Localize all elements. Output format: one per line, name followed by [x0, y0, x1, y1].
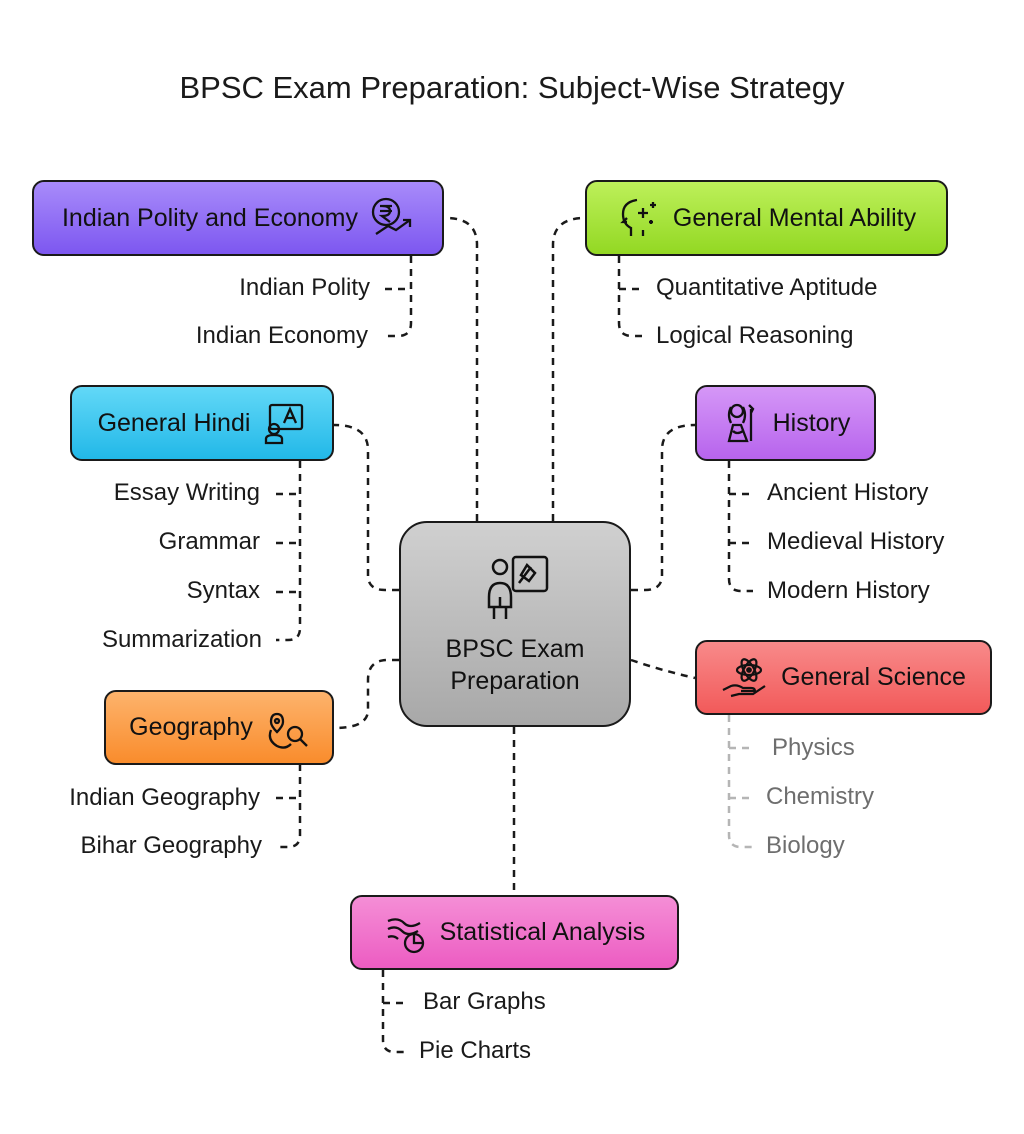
subtopic-pie-charts: Pie Charts — [419, 1037, 532, 1064]
node-label: General Science — [781, 663, 966, 691]
node-label: General Hindi — [97, 408, 251, 437]
subtopic-biology: Biology — [766, 832, 845, 859]
node-label: Statistical Analysis — [439, 918, 646, 946]
teacher-presentation-icon — [487, 555, 549, 619]
subtopic-medieval-history: Medieval History — [767, 528, 945, 555]
subtopic-essay-writing: Essay Writing — [113, 479, 260, 506]
atom-hand-icon — [722, 657, 766, 697]
subtopic-syntax: Syntax — [186, 577, 260, 604]
node-geography[interactable]: Geography — [104, 690, 334, 765]
subtopic-chemistry: Chemistry — [766, 783, 875, 810]
center-node: BPSC Exam Preparation — [399, 521, 631, 727]
subtopic-logical-reasoning: Logical Reasoning — [656, 322, 854, 349]
center-label-line1: BPSC Exam — [445, 635, 585, 663]
subtopic-indian-geography: Indian Geography — [69, 784, 260, 811]
page-title: BPSC Exam Preparation: Subject-Wise Stra… — [179, 70, 845, 105]
node-history[interactable]: History — [695, 385, 876, 461]
historical-figure-icon — [727, 403, 754, 443]
node-general-mental-ability[interactable]: General Mental Ability — [585, 180, 948, 256]
language-board-icon — [265, 403, 304, 445]
subtopic-quantitative-aptitude: Quantitative Aptitude — [656, 274, 878, 301]
globe-search-icon — [268, 712, 308, 749]
center-label-line2: Preparation — [450, 667, 580, 695]
node-general-science[interactable]: General Science — [695, 640, 992, 715]
subtopic-physics: Physics — [772, 734, 855, 761]
node-general-hindi[interactable]: General Hindi — [70, 385, 334, 461]
node-label: Indian Polity and Economy — [61, 203, 358, 232]
subtopic-grammar: Grammar — [158, 528, 260, 555]
subtopic-modern-history: Modern History — [767, 577, 930, 604]
node-label: General Mental Ability — [672, 203, 917, 232]
head-sparkle-icon — [620, 198, 656, 236]
node-indian-polity-economy[interactable]: Indian Polity and Economy — [32, 180, 444, 256]
subtopic-bihar-geography: Bihar Geography — [80, 832, 262, 859]
subtopic-ancient-history: Ancient History — [767, 479, 929, 506]
rupee-growth-icon — [371, 197, 412, 235]
node-statistical-analysis[interactable]: Statistical Analysis — [350, 895, 679, 970]
wind-chart-icon — [387, 917, 424, 953]
subtopic-bar-graphs: Bar Graphs — [423, 988, 546, 1015]
subtopic-summarization: Summarization — [101, 626, 262, 653]
node-label: Geography — [129, 713, 253, 741]
node-label: History — [772, 408, 851, 437]
subtopic-indian-economy: Indian Economy — [195, 322, 368, 349]
subtopic-indian-polity: Indian Polity — [239, 274, 370, 301]
